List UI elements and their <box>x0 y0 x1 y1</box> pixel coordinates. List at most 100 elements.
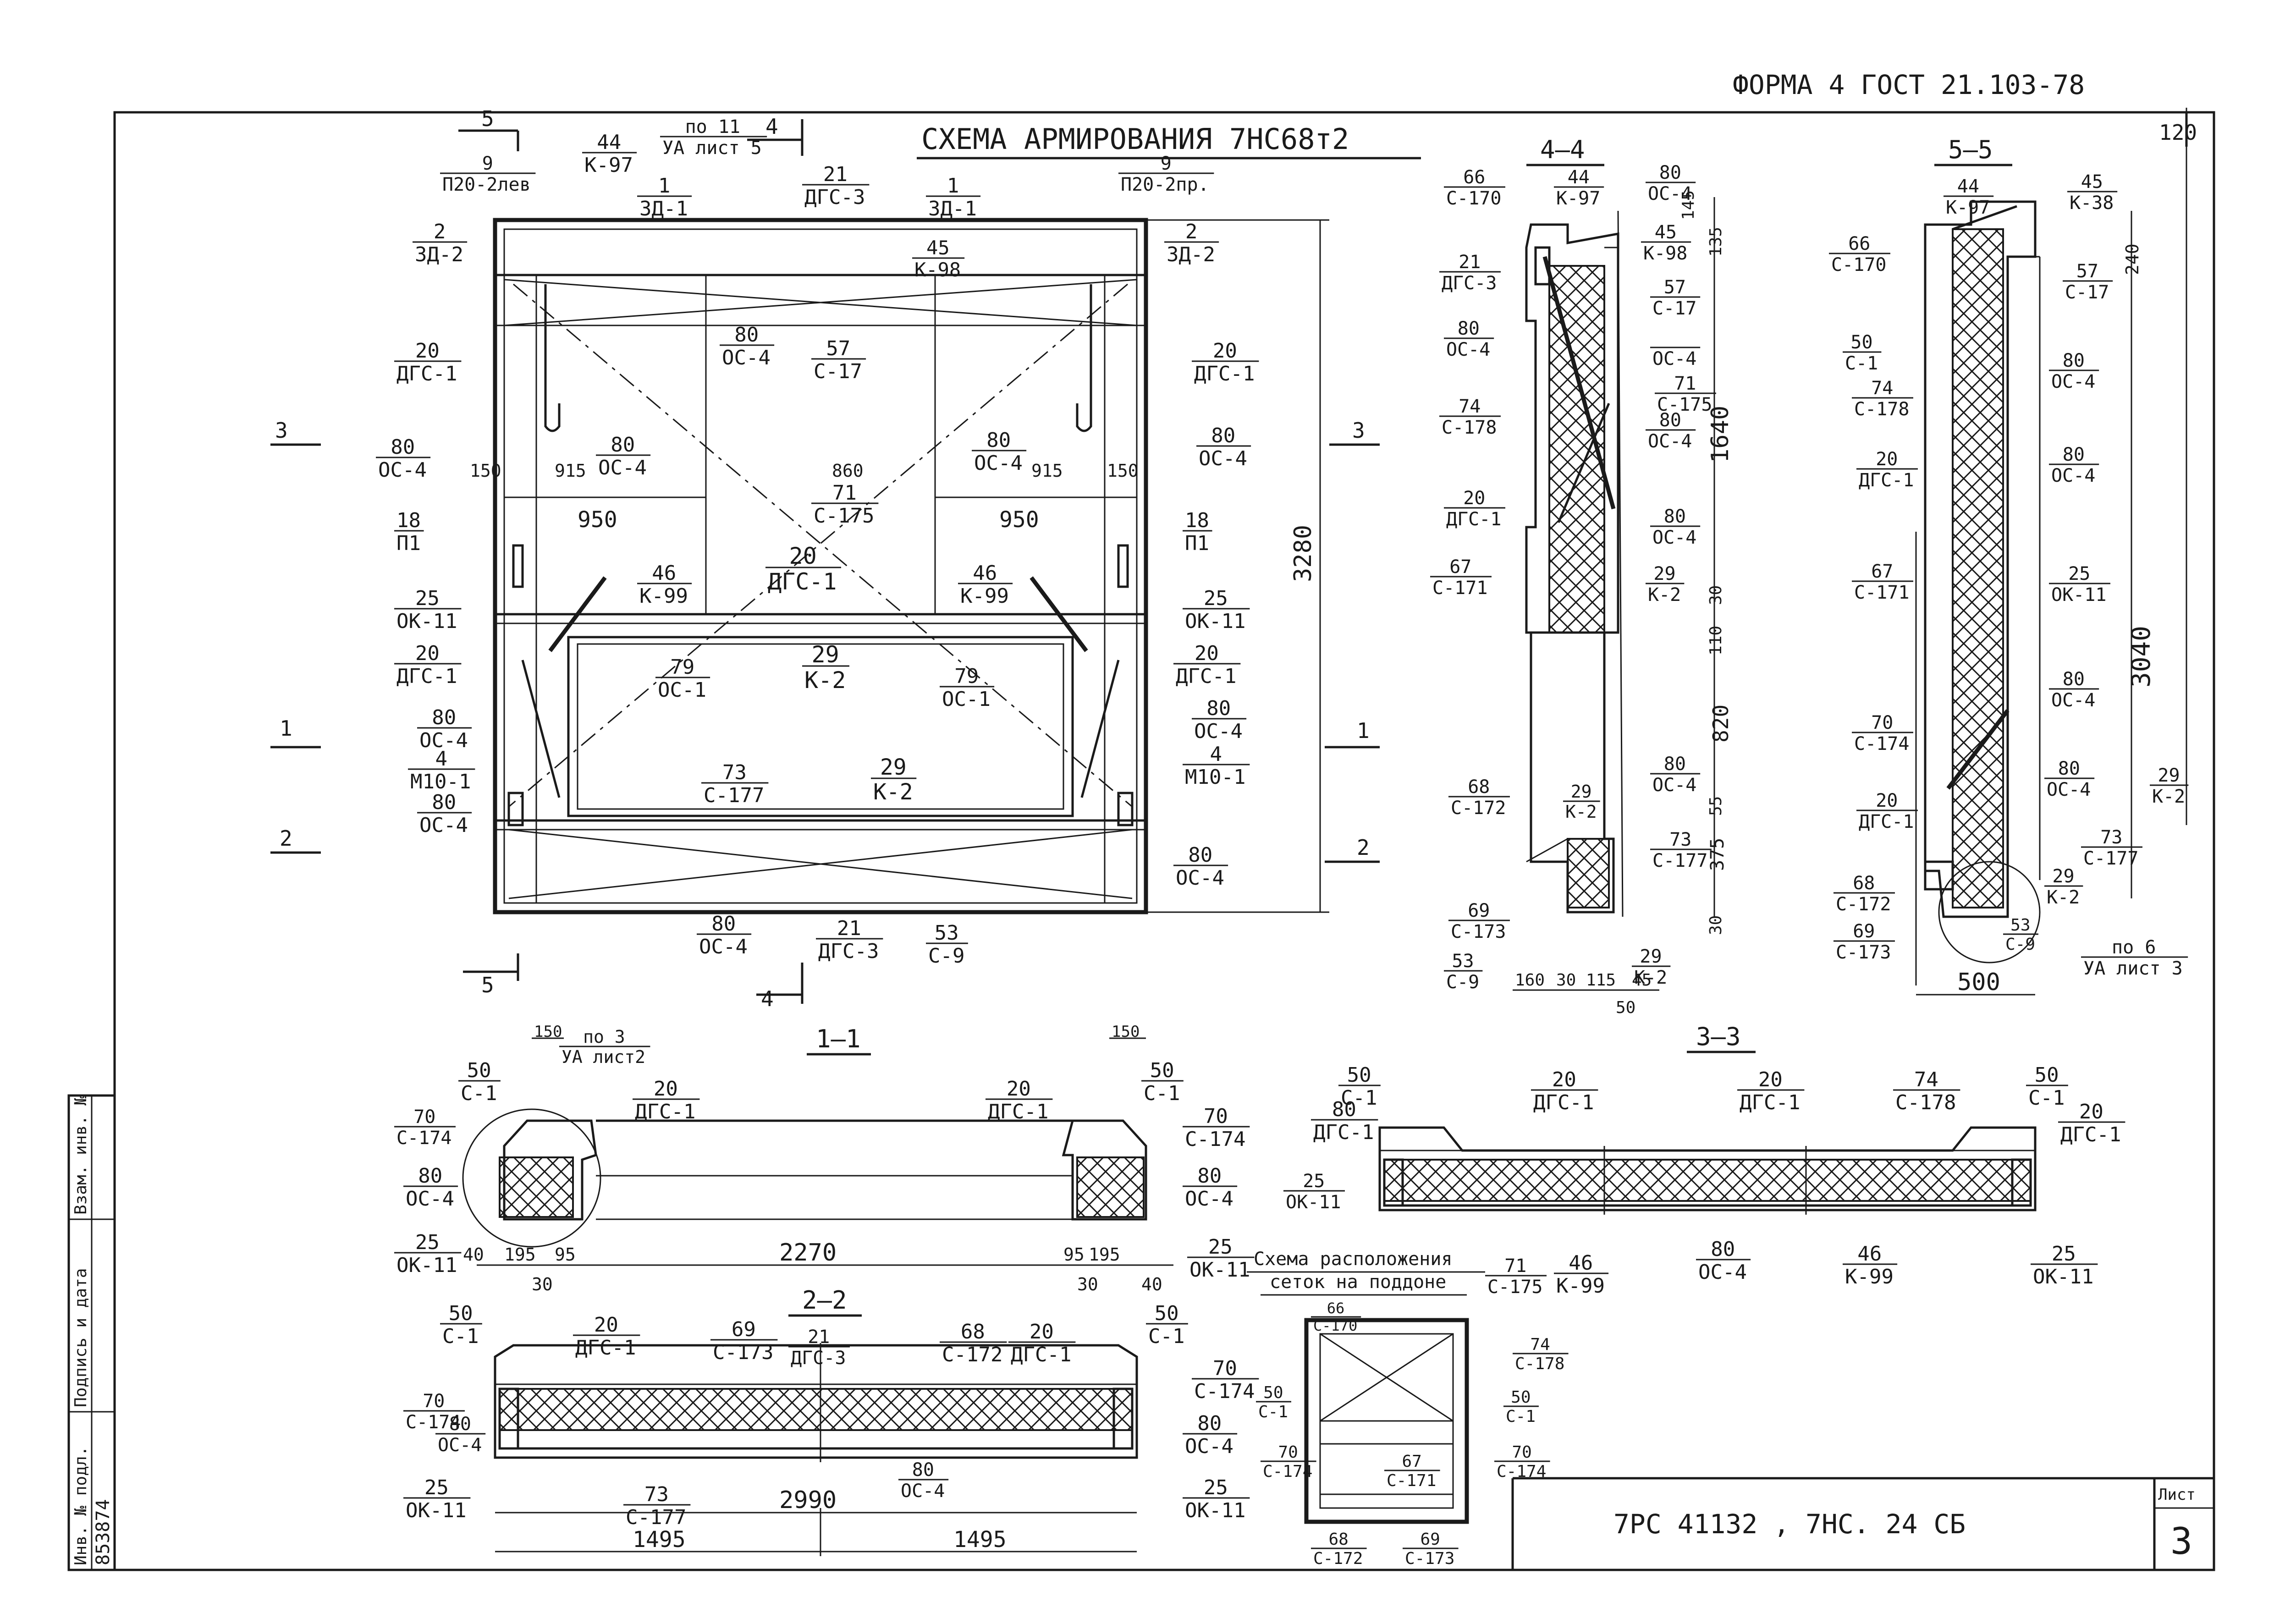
callout-designation: ОС-4 <box>699 935 748 958</box>
callout-number: 80 <box>1206 697 1231 720</box>
callout-designation: УА лист 3 <box>2083 958 2183 979</box>
callout-designation: ОС-4 <box>1652 775 1696 796</box>
callout-number: 44 <box>1957 176 1979 197</box>
callout-number: 46 <box>1569 1251 1593 1275</box>
callout-number: 80 <box>2058 758 2080 779</box>
callout-number: 80 <box>611 433 635 457</box>
callout-designation: С-9 <box>1446 972 1479 993</box>
callout-number: 57 <box>826 337 850 360</box>
callout-number: 74 <box>1914 1068 1938 1091</box>
callout-l69: 69С-173 <box>1448 900 1510 942</box>
cut-marker-3-left: 3 <box>270 418 321 446</box>
dim-860: 860 <box>832 461 864 481</box>
dim-150-left: 150 <box>470 461 501 481</box>
section-4-4-title: 4—4 <box>1540 135 1585 164</box>
callout-number: 80 <box>391 435 415 459</box>
callout-designation: ОС-4 <box>419 729 468 752</box>
dim-150-right: 150 <box>1107 461 1139 481</box>
svg-text:500: 500 <box>1957 969 2000 996</box>
callout-c_73: 73С-177 <box>701 761 769 807</box>
callout-designation: К-2 <box>873 779 913 805</box>
callout-designation: С-178 <box>1895 1091 1956 1114</box>
callout-number: 20 <box>1213 339 1237 363</box>
callout-r70: 70С-174 <box>1183 1105 1250 1151</box>
callout-number: 53 <box>2010 916 2030 935</box>
callout-number: 50 <box>449 1302 473 1325</box>
svg-text:2270: 2270 <box>779 1239 837 1266</box>
callout-designation: М10-1 <box>410 770 471 793</box>
callout-number: 80 <box>734 323 759 347</box>
callout-designation: ОК-11 <box>1185 1499 1245 1522</box>
callout-number: 50 <box>1150 1059 1174 1082</box>
callout-number: 73 <box>722 761 747 784</box>
callout-l53: 53С-9 <box>1444 951 1483 993</box>
callout-number: 20 <box>1007 1077 1031 1101</box>
callout-designation: ДГС-1 <box>1313 1121 1374 1144</box>
callout-number: 80 <box>1458 318 1480 339</box>
svg-text:55: 55 <box>1707 796 1725 816</box>
section-5-5-title: 5—5 <box>1948 135 1993 164</box>
svg-text:820: 820 <box>1708 705 1733 743</box>
callout-designation: С-1 <box>442 1325 479 1348</box>
callout-designation: С-174 <box>1185 1128 1245 1151</box>
callout-number: 71 <box>832 481 857 505</box>
callout-designation: ДГС-1 <box>1859 811 1914 832</box>
callout-designation: С-174 <box>396 1128 451 1149</box>
callout-number: 44 <box>597 131 621 154</box>
section-4-4: 4—4 145 135 1640 30 110 820 55 375 30 16… <box>1430 135 1734 1017</box>
callout-designation: ОС-1 <box>942 688 991 711</box>
mesh-scheme-callouts: 66С-17074С-17850С-150С-167С-17170С-17470… <box>1256 1299 1569 1568</box>
callout-number: 80 <box>1664 754 1686 775</box>
page-number: 120 <box>2159 120 2197 145</box>
svg-text:1: 1 <box>280 716 292 741</box>
callout-number: 53 <box>1452 951 1474 972</box>
callout-number: 68 <box>1328 1530 1348 1549</box>
callout-number: 9 <box>482 153 493 174</box>
callout-top_1a: 1ЗД-1 <box>637 174 692 220</box>
callout-designation: ОС-4 <box>974 451 1023 475</box>
callout-number: 80 <box>432 706 456 729</box>
cut-marker-4-bottom: 4 <box>756 963 804 1011</box>
callout-designation: ЗД-1 <box>639 197 688 220</box>
callout-t44: 44К-97 <box>1944 176 1994 218</box>
callout-designation: УА лист2 <box>562 1047 645 1067</box>
callout-designation: К-2 <box>1648 584 1681 606</box>
callout-designation: С-173 <box>1451 921 1506 942</box>
callout-designation: С-173 <box>1836 942 1891 963</box>
callout-number: 25 <box>1303 1171 1325 1192</box>
callout-designation: К-99 <box>1556 1274 1605 1298</box>
callout-number: 2 <box>434 220 446 243</box>
svg-text:1495: 1495 <box>953 1527 1007 1552</box>
callout-designation: С-9 <box>928 944 964 968</box>
callout-r0c4: ОС-4 <box>1650 347 1701 369</box>
callout-number: 20 <box>415 642 440 665</box>
callout-designation: ДГС-1 <box>396 362 457 385</box>
callout-r73: 73С-177 <box>2081 827 2142 869</box>
callout-number: 66 <box>1463 167 1485 188</box>
callout-designation: ОС-4 <box>1652 527 1696 548</box>
callout-number: 67 <box>1871 561 1893 582</box>
callout-number: 25 <box>424 1476 449 1499</box>
callout-designation: К-2 <box>1634 967 1667 988</box>
callout-number: 53 <box>935 921 959 945</box>
callout-designation: ДГС-1 <box>1859 470 1914 491</box>
callout-designation: П20-2лев <box>442 174 531 195</box>
callout-designation: ОС-4 <box>1698 1261 1747 1284</box>
callout-designation: К-98 <box>1643 243 1687 264</box>
callout-number: 20 <box>2079 1100 2103 1123</box>
callout-l66: 66С-170 <box>1444 167 1505 209</box>
callout-number: 46 <box>973 562 997 585</box>
cut-marker-4-top: 4 <box>747 114 804 156</box>
